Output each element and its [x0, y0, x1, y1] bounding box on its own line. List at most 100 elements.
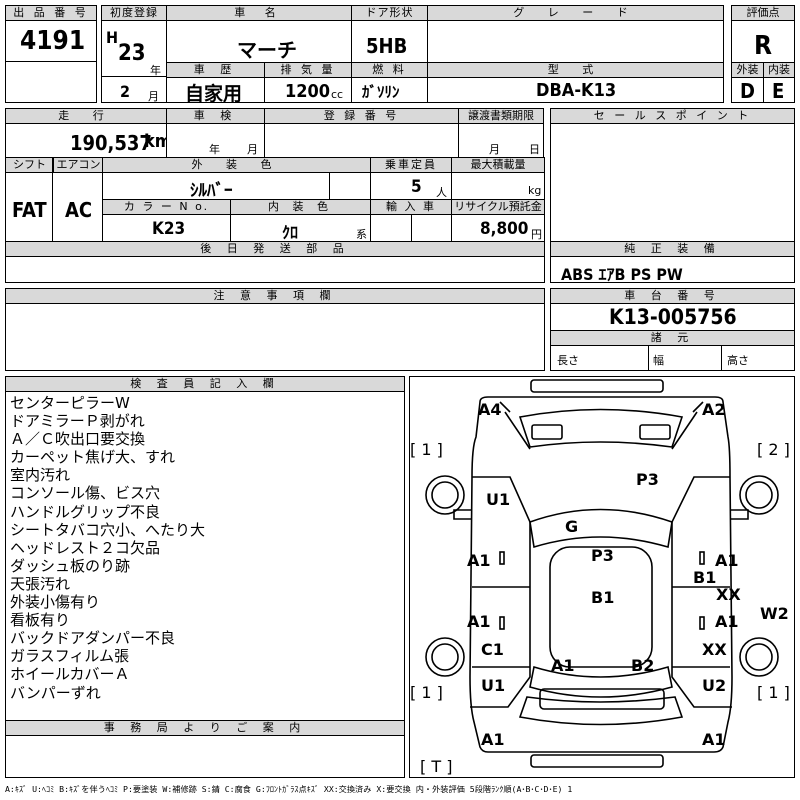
office-label: 事 務 局 よ り ご 案 内	[6, 720, 404, 736]
inspector-note: ヘッドレスト２コ欠品	[10, 538, 161, 557]
damage-mark: P3	[636, 470, 659, 489]
displacement-cell: 排 気 量 1200 cc	[264, 62, 352, 103]
lot-extra-cell	[5, 61, 97, 103]
inspection-month-unit: 月	[247, 143, 258, 156]
interior-grade: E	[772, 79, 785, 103]
inspector-note: ダッシュ板のり跡	[10, 556, 131, 575]
inspector-note: ハンドルグリップ不良	[10, 502, 161, 521]
ac-label: エアコン	[53, 158, 103, 173]
car-name: マーチ	[237, 38, 297, 62]
door-type: 5HB	[366, 34, 408, 58]
damage-mark: A1	[702, 730, 726, 749]
reg-year: 23	[118, 41, 146, 66]
damage-mark: [ 1 ]	[410, 440, 443, 459]
history-value: 自家用	[185, 83, 243, 105]
legend: A:ｷｽﾞ U:ﾍｺﾐ B:ｷｽﾞを伴うﾍｺﾐ P:要塗装 W:補修跡 S:錆 …	[5, 784, 573, 794]
grade-label: グ レ ー ド	[428, 6, 723, 21]
registration-cell: 登 録 番 号	[264, 108, 459, 158]
door-cell: ドア形状 5HB	[351, 5, 428, 63]
era: H	[106, 28, 119, 47]
exterior-grade-cell: 外装 D	[731, 62, 764, 103]
inspector-label: 検 査 員 記 入 欄	[6, 377, 404, 392]
mileage-unit: km	[144, 131, 172, 152]
later-parts-label: 後 日 発 送 部 品	[6, 242, 544, 257]
inspection-year-unit: 年	[209, 143, 220, 156]
ac-value: AC	[65, 198, 93, 222]
inspector-note: カーペット焦げ大、すれ	[10, 448, 176, 467]
later-parts-box: 後 日 発 送 部 品	[5, 241, 545, 283]
length-label: 長さ	[557, 354, 579, 367]
fuel-type: ｶﾞｿﾘﾝ	[362, 83, 400, 101]
displacement: 1200	[285, 81, 331, 102]
displacement-unit: cc	[331, 88, 344, 101]
overall-score: R	[754, 31, 773, 61]
lot-number: 4191	[20, 26, 86, 56]
load-unit: kg	[528, 184, 542, 197]
recycle-unit: 円	[531, 228, 542, 241]
damage-mark: A1	[715, 612, 739, 631]
damage-mark: A1	[481, 730, 505, 749]
lot-number-cell: 出 品 番 号 4191	[5, 5, 97, 62]
interior-grade-cell: 内装 E	[763, 62, 795, 103]
int-color-unit: 系	[356, 228, 367, 241]
damage-mark: A2	[702, 400, 726, 419]
capacity-label: 乗車定員	[371, 158, 451, 173]
damage-mark: A1	[467, 612, 491, 631]
door-label: ドア形状	[352, 6, 427, 21]
transfer-cell: 譲渡書類期限 月 日	[458, 108, 544, 158]
ext-color-label: 外 装 色	[103, 158, 370, 173]
damage-mark: B2	[631, 656, 655, 675]
damage-diagram-box	[409, 376, 795, 778]
car-name-label: 車 名	[167, 6, 351, 21]
transfer-label: 譲渡書類期限	[459, 109, 543, 124]
inspector-note: 天張汚れ	[10, 574, 71, 593]
equipment: ABS ｴｱB PS PW	[561, 265, 683, 284]
damage-mark: A1	[551, 656, 575, 675]
inspector-note: Ａ／Ｃ吹出口要交換	[10, 430, 146, 449]
first-reg-label: 初度登録	[102, 6, 166, 21]
inspector-note: 外装小傷有り	[10, 593, 101, 612]
score-label: 評価点	[732, 6, 794, 21]
chassis-number: K13-005756	[609, 305, 737, 329]
inspector-note: センターピラーW	[10, 394, 130, 412]
car-outline-diagram	[425, 379, 779, 768]
registration-label: 登 録 番 号	[265, 109, 458, 124]
int-color-label: 内 装 色	[231, 200, 370, 215]
car-name-cell: 車 名 マーチ	[166, 5, 352, 63]
month-unit: 月	[148, 90, 159, 103]
height-label: 高さ	[727, 354, 749, 367]
shift-value: FAT	[12, 198, 47, 222]
equipment-label: 純 正 装 備	[551, 242, 794, 257]
year-unit: 年	[150, 64, 161, 77]
damage-mark: U2	[702, 676, 727, 695]
inspector-note: 看板有り	[10, 611, 71, 630]
lot-number-label: 出 品 番 号	[6, 6, 96, 21]
inspector-note: ドアミラーＰ剥がれ	[10, 412, 145, 431]
fuel-cell: 燃 料 ｶﾞｿﾘﾝ	[351, 62, 428, 103]
damage-mark: C1	[481, 640, 504, 659]
mileage: 190,537	[70, 131, 152, 155]
damage-mark: A1	[467, 551, 491, 570]
fuel-label: 燃 料	[352, 63, 427, 78]
damage-mark: XX	[716, 585, 741, 604]
history-cell: 車 歴 自家用	[166, 62, 265, 105]
mileage-label: 走 行	[6, 109, 166, 124]
damage-mark: U1	[486, 490, 511, 509]
model-code: DBA-K13	[536, 80, 617, 101]
damage-mark: A1	[715, 551, 739, 570]
damage-mark: B1	[591, 588, 615, 607]
shift-label: シフト	[6, 158, 53, 173]
equipment-box: 純 正 装 備 ABS ｴｱB PS PW	[550, 241, 795, 284]
exterior-grade-label: 外装	[732, 63, 763, 78]
specs-label: 諸 元	[551, 330, 794, 346]
int-color: ｸﾛ	[282, 223, 299, 242]
color-no-label: カ ラ ー N o.	[103, 200, 230, 215]
damage-mark: A4	[478, 400, 502, 419]
interior-grade-label: 内装	[764, 63, 794, 78]
model-label: 型 式	[428, 63, 723, 78]
inspector-note: シートタバコ穴小、へたり大	[10, 520, 206, 539]
damage-mark: U1	[481, 676, 506, 695]
recycle-label: リサイクル預託金	[452, 200, 544, 215]
damage-mark: W2	[760, 604, 789, 623]
